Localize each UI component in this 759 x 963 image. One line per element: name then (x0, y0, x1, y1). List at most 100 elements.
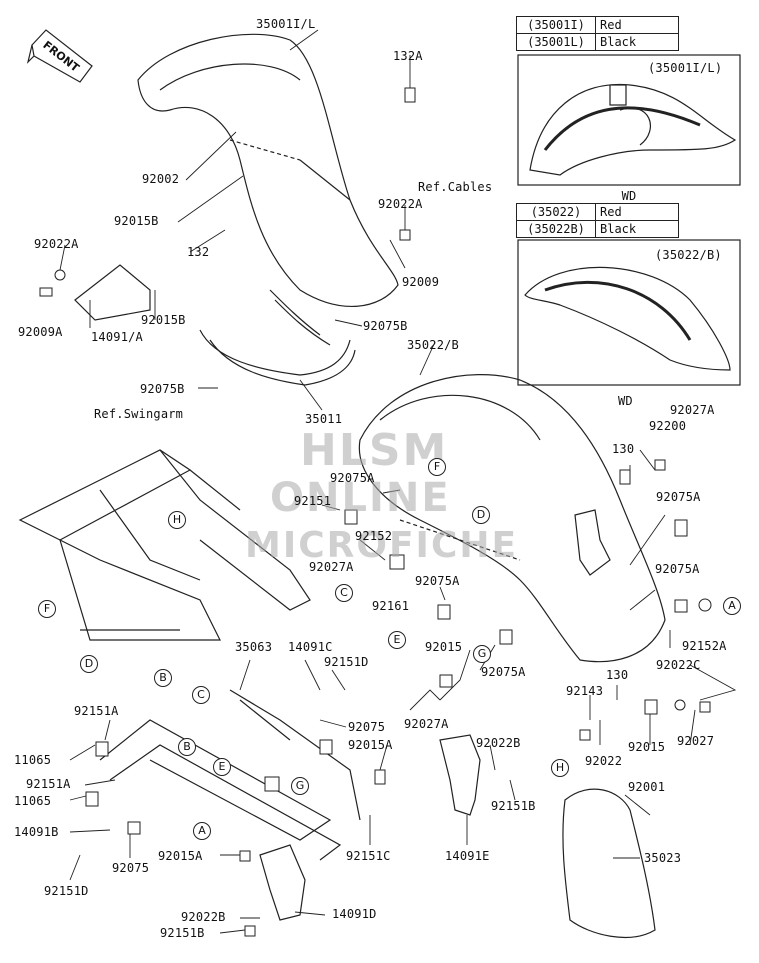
part-label: 92151D (324, 655, 369, 669)
table-row: (35001I)Red (516, 16, 679, 34)
part-label: 92015B (141, 313, 186, 327)
part-label: 92022A (34, 237, 79, 251)
callout-marker: H (168, 511, 186, 529)
part-label: 92015B (114, 214, 159, 228)
mudflap-35023-drawing (562, 788, 656, 938)
part-label: 92015 (628, 740, 666, 754)
part-label: 92027A (670, 403, 715, 417)
part-label: Ref.Swingarm (94, 407, 184, 421)
color-name-cell: Red (595, 203, 679, 221)
callout-marker: C (335, 584, 353, 602)
callout-marker: H (551, 759, 569, 777)
part-label: 130 (606, 668, 629, 682)
part-label: 92075A (655, 562, 700, 576)
part-label: 92027A (404, 717, 449, 731)
part-label: 35011 (305, 412, 343, 426)
part-label: 92022B (476, 736, 521, 750)
part-label: 92001 (628, 780, 666, 794)
part-label: 92075 (348, 720, 386, 734)
rear-table-heading: WD (621, 189, 637, 203)
part-label: 35001I/L (256, 17, 316, 31)
part-label: 35023 (644, 851, 682, 865)
part-label: 92152A (682, 639, 727, 653)
hardware-parts (39, 87, 712, 937)
part-label: 92009 (402, 275, 440, 289)
front-fender-drawing (137, 33, 399, 308)
color-name-cell: Black (595, 220, 679, 238)
callout-marker: D (472, 506, 490, 524)
callout-marker: E (213, 758, 231, 776)
cover-14091a-drawing (74, 264, 151, 321)
part-label: 11065 (14, 794, 52, 808)
color-code-cell: (35022) (516, 203, 596, 221)
part-label: 132 (187, 245, 210, 259)
part-label: 11065 (14, 753, 52, 767)
cover-14091d-drawing (259, 844, 306, 921)
callout-marker: F (428, 458, 446, 476)
rear-inset-label: (35022/B) (655, 248, 722, 262)
watermark-line-3: MICROFICHE (245, 525, 519, 566)
part-label: Ref.Cables (418, 180, 493, 194)
front-inset-drawing (517, 54, 741, 186)
part-label: 92161 (372, 599, 410, 613)
part-label: 92027 (677, 734, 715, 748)
bracket-drawing (574, 509, 611, 576)
cover-14091e-drawing (439, 734, 481, 816)
rear-inset-drawing (517, 239, 741, 386)
part-label: 92151D (44, 884, 89, 898)
callout-marker: G (473, 645, 491, 663)
part-label: 132A (393, 49, 423, 63)
part-label: 92143 (566, 684, 604, 698)
callout-marker: B (178, 738, 196, 756)
callout-marker: A (193, 822, 211, 840)
front-color-table: (35001I)Red (35001L)Black (516, 16, 679, 51)
part-label: 14091E (445, 849, 490, 863)
callout-marker: A (723, 597, 741, 615)
part-label: 92015A (158, 849, 203, 863)
part-label: 14091/A (91, 330, 143, 344)
part-label: 14091D (332, 907, 377, 921)
swingarm-frame-drawing (18, 449, 311, 641)
front-arrow-icon (26, 29, 93, 83)
part-label: 92151A (74, 704, 119, 718)
part-label: 92015 (425, 640, 463, 654)
part-label: 92151A (26, 777, 71, 791)
part-label: 92075 (112, 861, 150, 875)
part-label: 92075A (330, 471, 375, 485)
part-label: 92022A (378, 197, 423, 211)
color-name-cell: Black (595, 33, 679, 51)
rear-strut-drawing (99, 689, 361, 861)
callout-marker: F (38, 600, 56, 618)
callout-marker: C (192, 686, 210, 704)
part-label: 92200 (649, 419, 687, 433)
part-label: 92002 (142, 172, 180, 186)
table-row: (35022B)Black (516, 220, 679, 238)
rear-color-table: (35022)Red (35022B)Black (516, 203, 679, 238)
callout-marker: G (291, 777, 309, 795)
part-label: 92075A (415, 574, 460, 588)
part-label: 14091B (14, 825, 59, 839)
watermark-line-2: ONLINE (270, 475, 451, 521)
part-label: 92151C (346, 849, 391, 863)
leader-lines (59, 29, 737, 934)
table-row: (35001L)Black (516, 33, 679, 51)
table-row: (35022)Red (516, 203, 679, 221)
part-label: 92022C (656, 658, 701, 672)
part-label: WD (618, 394, 633, 408)
part-label: 92015A (348, 738, 393, 752)
part-label: 92151B (491, 799, 536, 813)
part-label: 92075B (140, 382, 185, 396)
color-code-cell: (35022B) (516, 220, 596, 238)
part-label: 92022B (181, 910, 226, 924)
watermark-line-1: HLSM (300, 425, 449, 476)
part-label: 92152 (355, 529, 393, 543)
color-code-cell: (35001L) (516, 33, 596, 51)
part-label: 35022/B (407, 338, 459, 352)
part-label: 92075A (656, 490, 701, 504)
part-label: 35063 (235, 640, 273, 654)
part-label: 92151 (294, 494, 332, 508)
callout-marker: B (154, 669, 172, 687)
front-inset-label: (35001I/L) (648, 61, 723, 75)
